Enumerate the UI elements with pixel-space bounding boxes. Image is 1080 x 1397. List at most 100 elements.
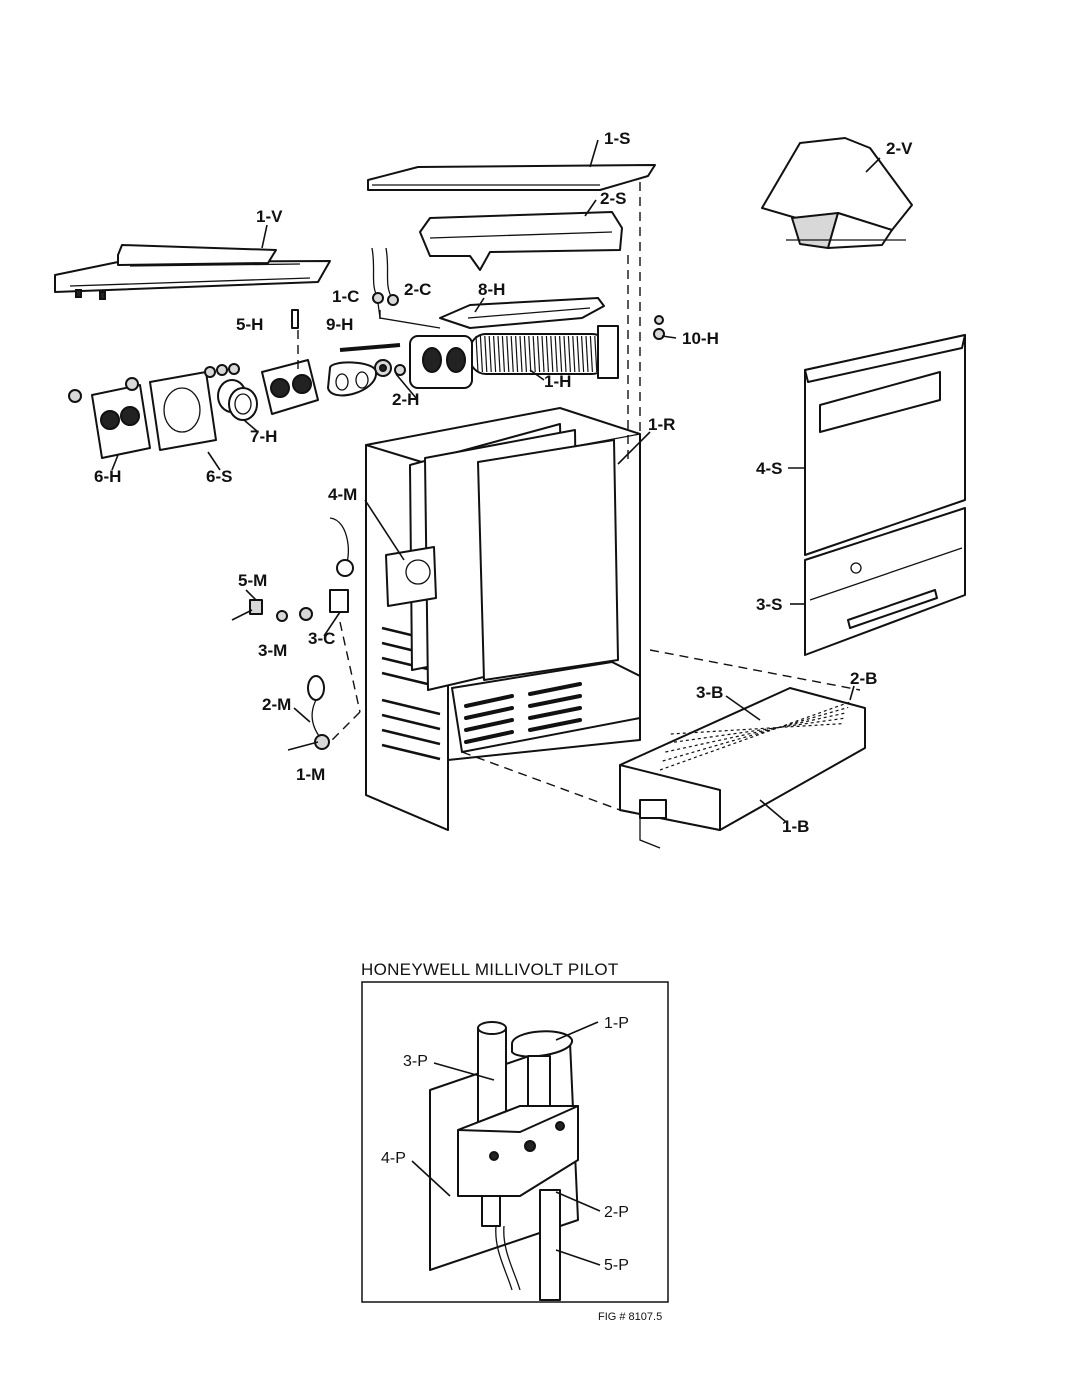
coil-ridge	[594, 335, 598, 373]
tray-slot	[464, 718, 514, 732]
label-4-S: 4-S	[756, 459, 782, 478]
part-header-gaskets	[261, 359, 378, 415]
part-3-S-lower-panel	[804, 507, 966, 656]
label-3-C: 3-C	[308, 629, 335, 648]
part-9-H-rod	[339, 343, 401, 352]
part-5-H-bolt	[291, 309, 299, 329]
label-4-M: 4-M	[328, 485, 357, 504]
part-1-H-heat-exchanger	[409, 325, 619, 389]
label-1-R: 1-R	[648, 415, 675, 434]
part-4-M-control-panel	[329, 517, 437, 607]
tray-slot	[528, 682, 582, 696]
coil-ridge	[554, 335, 558, 373]
part-burner-assembly	[619, 687, 866, 849]
louver-slat	[381, 698, 441, 716]
burner-port-row	[665, 712, 847, 753]
label-3-P: 3-P	[403, 1053, 428, 1070]
coil-ridge	[497, 335, 501, 373]
part-2-S-shroud	[419, 211, 623, 271]
label-2-V: 2-V	[886, 139, 913, 158]
coil-ridge	[479, 335, 483, 373]
coil-ridge	[519, 335, 523, 373]
tray-slot	[528, 706, 582, 720]
part-10-H-fittings	[653, 315, 665, 340]
coil-ridge	[576, 335, 580, 373]
burner-port-row	[659, 701, 851, 771]
louver-slat	[381, 713, 441, 731]
exploded-labels: 1-S 2-V 2-S 1-V 1-C 2-C 8-H 5-H 9-H 10-H…	[94, 129, 913, 836]
coil-ridge	[475, 335, 479, 373]
coil-ridge	[572, 335, 576, 373]
coil-ridge	[501, 335, 505, 373]
burner-port-row	[662, 706, 849, 762]
louver-slat	[381, 728, 441, 746]
label-3-S: 3-S	[756, 595, 782, 614]
label-1-V: 1-V	[256, 207, 283, 226]
label-1-B: 1-B	[782, 817, 809, 836]
coil-ridge	[515, 335, 519, 373]
label-2-P: 2-P	[604, 1204, 629, 1221]
coil-ridge	[545, 335, 549, 373]
coil-ridge	[567, 335, 571, 373]
coil-ridge	[563, 335, 567, 373]
part-1-C-2-C-controls	[371, 247, 441, 329]
coil-ridge	[488, 335, 492, 373]
label-2-M: 2-M	[262, 695, 291, 714]
tray-slot	[528, 694, 582, 708]
part-small-nuts	[68, 363, 240, 403]
part-2-V-vent-hood	[761, 137, 913, 249]
burner-port-row	[670, 723, 843, 735]
label-10-H: 10-H	[682, 329, 719, 348]
coil-ridge	[510, 335, 514, 373]
label-2-B: 2-B	[850, 669, 877, 688]
label-7-H: 7-H	[250, 427, 277, 446]
label-2-H: 2-H	[392, 390, 419, 409]
part-4-S-front-panel	[804, 334, 966, 556]
label-2-C: 2-C	[404, 280, 431, 299]
coil-ridge	[581, 335, 585, 373]
part-5-M-3-C-3-M	[231, 589, 349, 622]
coil-ridge	[528, 335, 532, 373]
label-5-P: 5-P	[604, 1257, 629, 1274]
pilot-inset-frame	[361, 981, 669, 1303]
part-1-S-top-plate	[367, 164, 656, 191]
pilot-inset-title: HONEYWELL MILLIVOLT PILOT	[361, 960, 619, 979]
pilot-leader-lines	[411, 1021, 601, 1266]
coil-ridge	[550, 335, 554, 373]
louver-slat	[381, 743, 441, 761]
label-1-C: 1-C	[332, 287, 359, 306]
coil-ridge	[537, 335, 541, 373]
label-9-H: 9-H	[326, 315, 353, 334]
label-8-H: 8-H	[478, 280, 505, 299]
label-4-P: 4-P	[381, 1150, 406, 1167]
pilot-labels: 1-P 3-P 4-P 2-P 5-P	[381, 1015, 629, 1274]
part-burner-tray	[451, 661, 641, 753]
coil-ridge	[585, 335, 589, 373]
leader-lines	[111, 139, 881, 823]
pilot-assembly-drawing	[429, 1021, 579, 1301]
label-1-S: 1-S	[604, 129, 630, 148]
part-8-H-deflector	[439, 297, 605, 329]
coil-ridge	[484, 335, 488, 373]
label-6-S: 6-S	[206, 467, 232, 486]
part-1-R-insulation	[409, 423, 619, 691]
figure-number: FIG # 8107.5	[598, 1311, 662, 1323]
part-2-M-1-M-thermocouple	[287, 675, 330, 751]
assembly-lines	[297, 182, 861, 811]
coil-ridge	[506, 335, 510, 373]
label-1-P: 1-P	[604, 1015, 629, 1032]
tray-slot	[464, 694, 514, 708]
part-7-H-ring	[217, 379, 258, 421]
coil-ridge	[589, 335, 593, 373]
coil-ridge	[532, 335, 536, 373]
part-1-V-vent-plate	[54, 244, 331, 300]
label-1-H: 1-H	[544, 372, 571, 391]
label-3-B: 3-B	[696, 683, 723, 702]
tray-slot	[464, 730, 514, 744]
tray-slot	[528, 718, 582, 732]
coil-ridge	[493, 335, 497, 373]
tray-slot	[464, 706, 514, 720]
part-6-H-flange	[91, 384, 151, 459]
